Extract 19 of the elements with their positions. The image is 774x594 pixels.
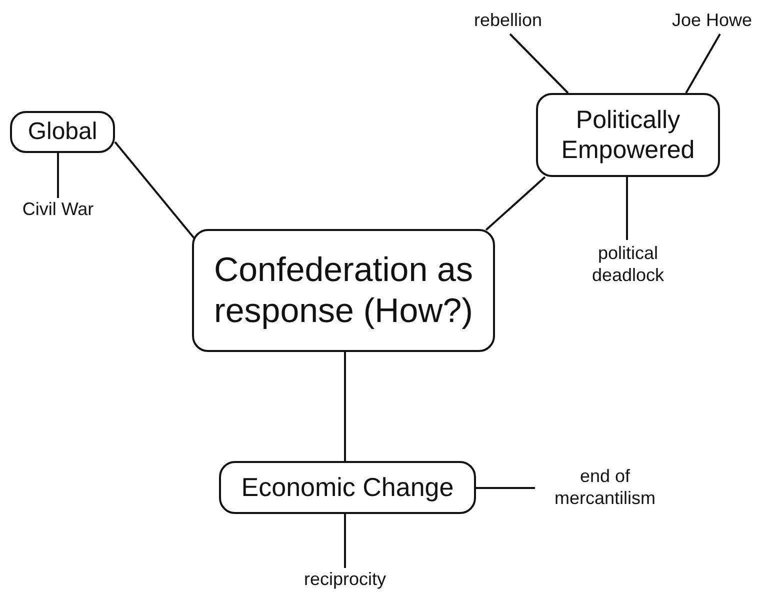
note-text: end of mercantilism [535,462,675,514]
topic-box: Confederation as response (How?) [192,229,495,352]
connector-line [485,176,546,231]
topic-box: Global [10,111,115,153]
connector-line [344,352,346,461]
connector-line [685,34,721,94]
topic-box: Politically Empowered [536,93,720,177]
connector-line [114,141,195,239]
note-text: political deadlock [578,240,678,290]
connector-line [509,33,569,94]
note-text: rebellion [462,8,554,34]
connector-line [344,514,346,568]
connector-line [626,177,628,240]
topic-box: Economic Change [219,461,476,514]
connector-line [476,487,535,489]
note-text: reciprocity [290,568,400,592]
connector-line [57,153,59,198]
note-text: Civil War [12,198,104,222]
note-text: Joe Howe [664,8,760,34]
